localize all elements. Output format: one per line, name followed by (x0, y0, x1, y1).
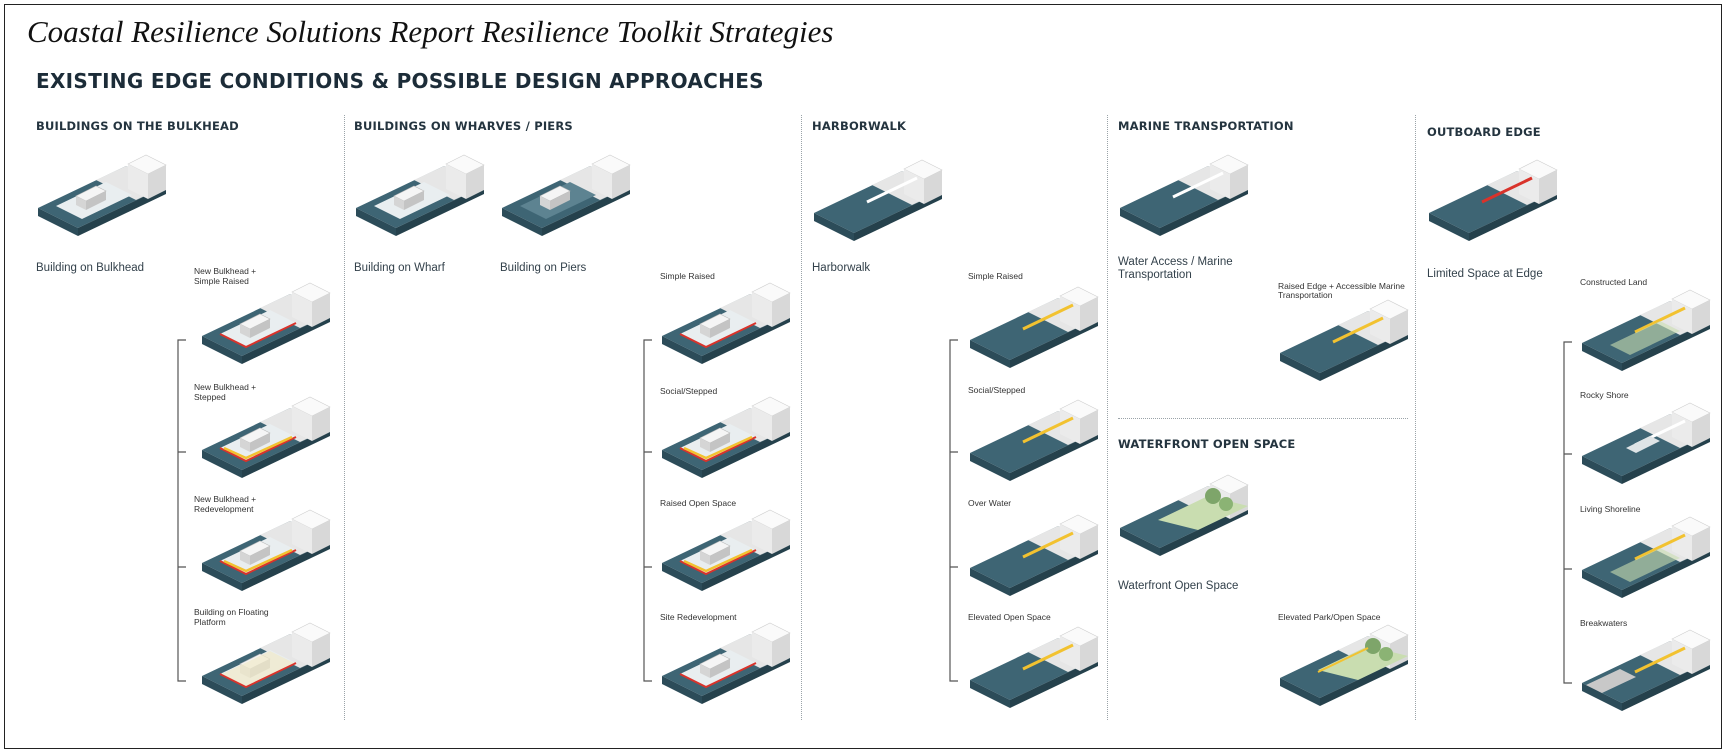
divider (1415, 115, 1416, 720)
option-label: Living Shoreline (1580, 504, 1641, 514)
option-label: Simple Raised (660, 271, 715, 281)
isometric-diagram-icon (202, 282, 331, 364)
isometric-diagram-icon (202, 509, 331, 591)
existing-label-piers: Building on Piers (500, 262, 587, 274)
options-bracket (1563, 341, 1572, 684)
isometric-diagram-icon (38, 154, 167, 236)
page-frame (4, 4, 1722, 749)
existing-label-outboard: Limited Space at Edge (1427, 268, 1543, 280)
option-label: Raised Edge + Accessible Marine Transpor… (1278, 281, 1405, 300)
option-label: Elevated Park/Open Space (1278, 612, 1381, 622)
isometric-diagram-icon (662, 509, 791, 591)
isometric-diagram-icon (1280, 624, 1409, 706)
existing-label-bulkhead: Building on Bulkhead (36, 262, 145, 274)
isometric-diagram-icon (970, 514, 1099, 596)
option-label: Social/Stepped (660, 386, 718, 396)
options-bracket (643, 339, 652, 682)
isometric-diagram-icon (970, 286, 1099, 368)
existing-label-marine: Water Access / Marine Transportation (1118, 256, 1233, 281)
isometric-diagram-icon (1120, 474, 1249, 556)
isometric-diagram-icon (662, 282, 791, 364)
option-label: Simple Raised (968, 271, 1023, 281)
isometric-diagram-icon (814, 159, 943, 241)
section-title-outboard: OUTBOARD EDGE (1427, 125, 1541, 139)
option-label: Rocky Shore (1580, 390, 1629, 400)
existing-label-openspace: Waterfront Open Space (1118, 580, 1239, 592)
isometric-diagram-icon (1582, 402, 1711, 484)
existing-label-wharf: Building on Wharf (354, 262, 445, 274)
option-label: New Bulkhead + Simple Raised (194, 266, 257, 286)
option-label: New Bulkhead + Stepped (194, 382, 257, 402)
section-title-bulkhead: BUILDINGS ON THE BULKHEAD (36, 119, 239, 133)
existing-label-harborwalk: Harborwalk (812, 262, 871, 274)
isometric-diagram-icon (1582, 289, 1711, 371)
section-title-wharves: BUILDINGS ON WHARVES / PIERS (354, 119, 573, 133)
option-label: New Bulkhead + Redevelopment (194, 494, 257, 514)
isometric-diagram-icon (202, 622, 331, 704)
isometric-diagram-icon (1582, 629, 1711, 711)
isometric-diagram-icon (970, 399, 1099, 481)
option-label: Social/Stepped (968, 385, 1026, 395)
divider (1107, 115, 1108, 720)
isometric-diagram-icon (662, 622, 791, 704)
diagram-heading: EXISTING EDGE CONDITIONS & POSSIBLE DESI… (36, 69, 764, 93)
isometric-diagram-icon (662, 396, 791, 478)
isometric-diagram-icon (502, 154, 631, 236)
isometric-diagram-icon (1280, 299, 1409, 381)
option-label: Building on Floating Platform (194, 607, 269, 627)
option-label: Raised Open Space (660, 498, 737, 508)
option-label: Over Water (968, 498, 1012, 508)
options-bracket (949, 339, 958, 682)
isometric-diagram-icon (356, 154, 485, 236)
isometric-diagram-icon (1429, 159, 1558, 241)
options-bracket (177, 339, 186, 682)
isometric-diagram-icon (1582, 516, 1711, 598)
option-label: Constructed Land (1580, 277, 1648, 287)
document-title: Coastal Resilience Solutions Report Resi… (27, 14, 834, 49)
option-label: Site Redevelopment (660, 612, 737, 622)
isometric-diagram-icon (1120, 154, 1249, 236)
divider (344, 115, 345, 720)
section-title-harborwalk: HARBORWALK (812, 119, 907, 133)
isometric-diagram-icon (970, 626, 1099, 708)
divider (1118, 418, 1408, 419)
section-title-marine: MARINE TRANSPORTATION (1118, 119, 1294, 133)
section-title-openspace: WATERFRONT OPEN SPACE (1118, 437, 1296, 451)
option-label: Breakwaters (1580, 618, 1628, 628)
isometric-diagram-icon (202, 396, 331, 478)
option-label: Elevated Open Space (968, 612, 1051, 622)
divider (801, 115, 802, 720)
